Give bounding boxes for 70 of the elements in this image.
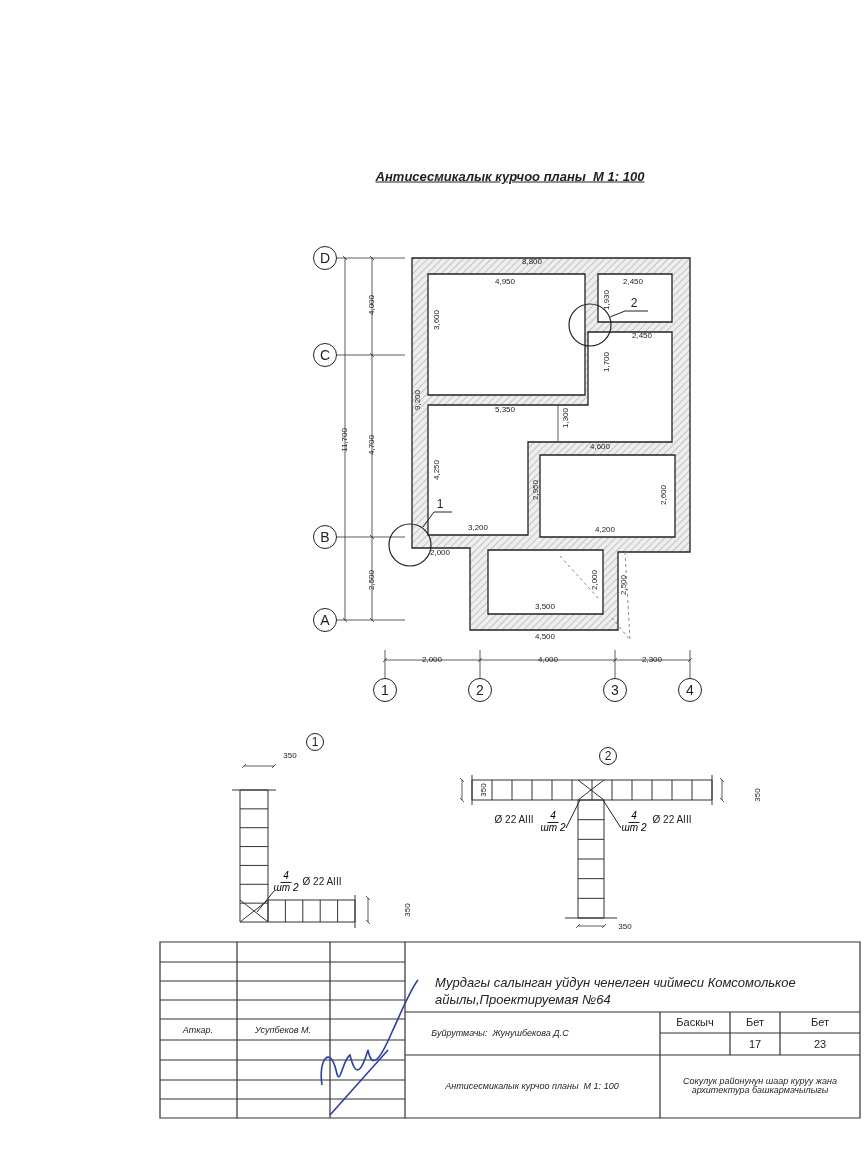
dimension-text: 3,200 [468,524,488,532]
dimension-text: 350 [404,903,412,917]
dimension-text: 2,450 [632,332,652,340]
bar-count: 4 [547,811,559,823]
dimension-text: 350 [618,923,632,931]
dimension-text: 2,500 [620,575,628,595]
drawing-title: Антисесмикалык курчоо планы М 1: 100 [375,169,645,183]
dimension-text: 2,600 [660,485,668,505]
dimension-text: 3,500 [535,603,555,611]
rebar-spec: Ø 22 AIII [302,877,342,887]
dimension-text: 2,950 [532,480,540,500]
dimension-text: 2,000 [430,549,450,557]
bar-quantity: шт 2 [621,822,647,833]
grid-axis-bubble: B [313,525,337,549]
dimension-text: 5,350 [495,406,515,414]
bar-count: 4 [280,871,292,883]
grid-axis-bubble: A [313,608,337,632]
dimension-text: 4,200 [595,526,615,534]
dimension-text: 8,800 [522,258,542,266]
dimension-text: 350 [480,783,488,797]
bar-quantity: шт 2 [273,882,299,893]
callout-number: 1 [436,498,444,510]
title-block-text: Сокулук районунун шаар куруу жана архитектура башкармачылыгы [682,1077,838,1095]
dimension-text: 350 [283,752,297,760]
dimension-text: 9,200 [414,390,422,410]
title-block-text: Аткар. [182,1025,214,1035]
dimension-text: 1,930 [603,290,611,310]
dimension-text: 11,700 [341,428,349,452]
bar-quantity: шт 2 [540,822,566,833]
leader-line [602,799,622,829]
detail-marker: 1 [306,733,324,751]
dimension-text: 2,450 [623,278,643,286]
dimension-text: 350 [754,788,762,802]
dimension-text: 4,950 [495,278,515,286]
dimension-text: 2,500 [368,570,376,590]
dimension-text: 4,000 [538,656,558,664]
dimension-text: 4,500 [535,633,555,641]
grid-axis-bubble: D [313,246,337,270]
dimension-text: 4,250 [433,460,441,480]
project-title: Мурдагы салынган уйдун ченелген чиймеси Комсомолькое айылы,Проектируемая №64 [435,975,797,1009]
title-block-text: 17 [748,1038,762,1050]
grid-axis-bubble: 2 [468,678,492,702]
dimension-text: 3,600 [433,310,441,330]
bar-count: 4 [628,811,640,823]
detail-marker: 2 [599,747,617,765]
leader-line [609,310,649,318]
dimension-text: 4,600 [590,443,610,451]
dimension-text: 2,000 [422,656,442,664]
title-block-text: 23 [813,1038,827,1050]
rebar-spec: Ø 22 AIII [494,815,534,825]
title-block-text: Усупбеков М. [255,1025,311,1035]
dimension-text: 2,000 [591,570,599,590]
grid-axis-bubble: 3 [603,678,627,702]
grid-axis-bubble: 1 [373,678,397,702]
dimension-text: 1,300 [562,408,570,428]
title-block-text: Бет [811,1016,829,1028]
leader-line [565,799,581,829]
dimension-text: 2,300 [642,656,662,664]
title-block-text: Антисесмикалык курчоо планы М 1: 100 [445,1081,619,1091]
title-block-text: Баскыч [676,1016,714,1028]
leader-line [422,511,453,528]
title-block-text: Буйрутмачы: Жунушбекова Д.С [431,1028,569,1038]
title-block-text: Бет [746,1016,764,1028]
callout-number: 2 [630,297,638,309]
grid-axis-bubble: C [313,343,337,367]
leader-line [256,890,275,913]
dimension-text: 4,700 [368,435,376,455]
grid-axis-bubble: 4 [678,678,702,702]
dimension-text: 4,000 [368,295,376,315]
rebar-spec: Ø 22 AIII [652,815,692,825]
